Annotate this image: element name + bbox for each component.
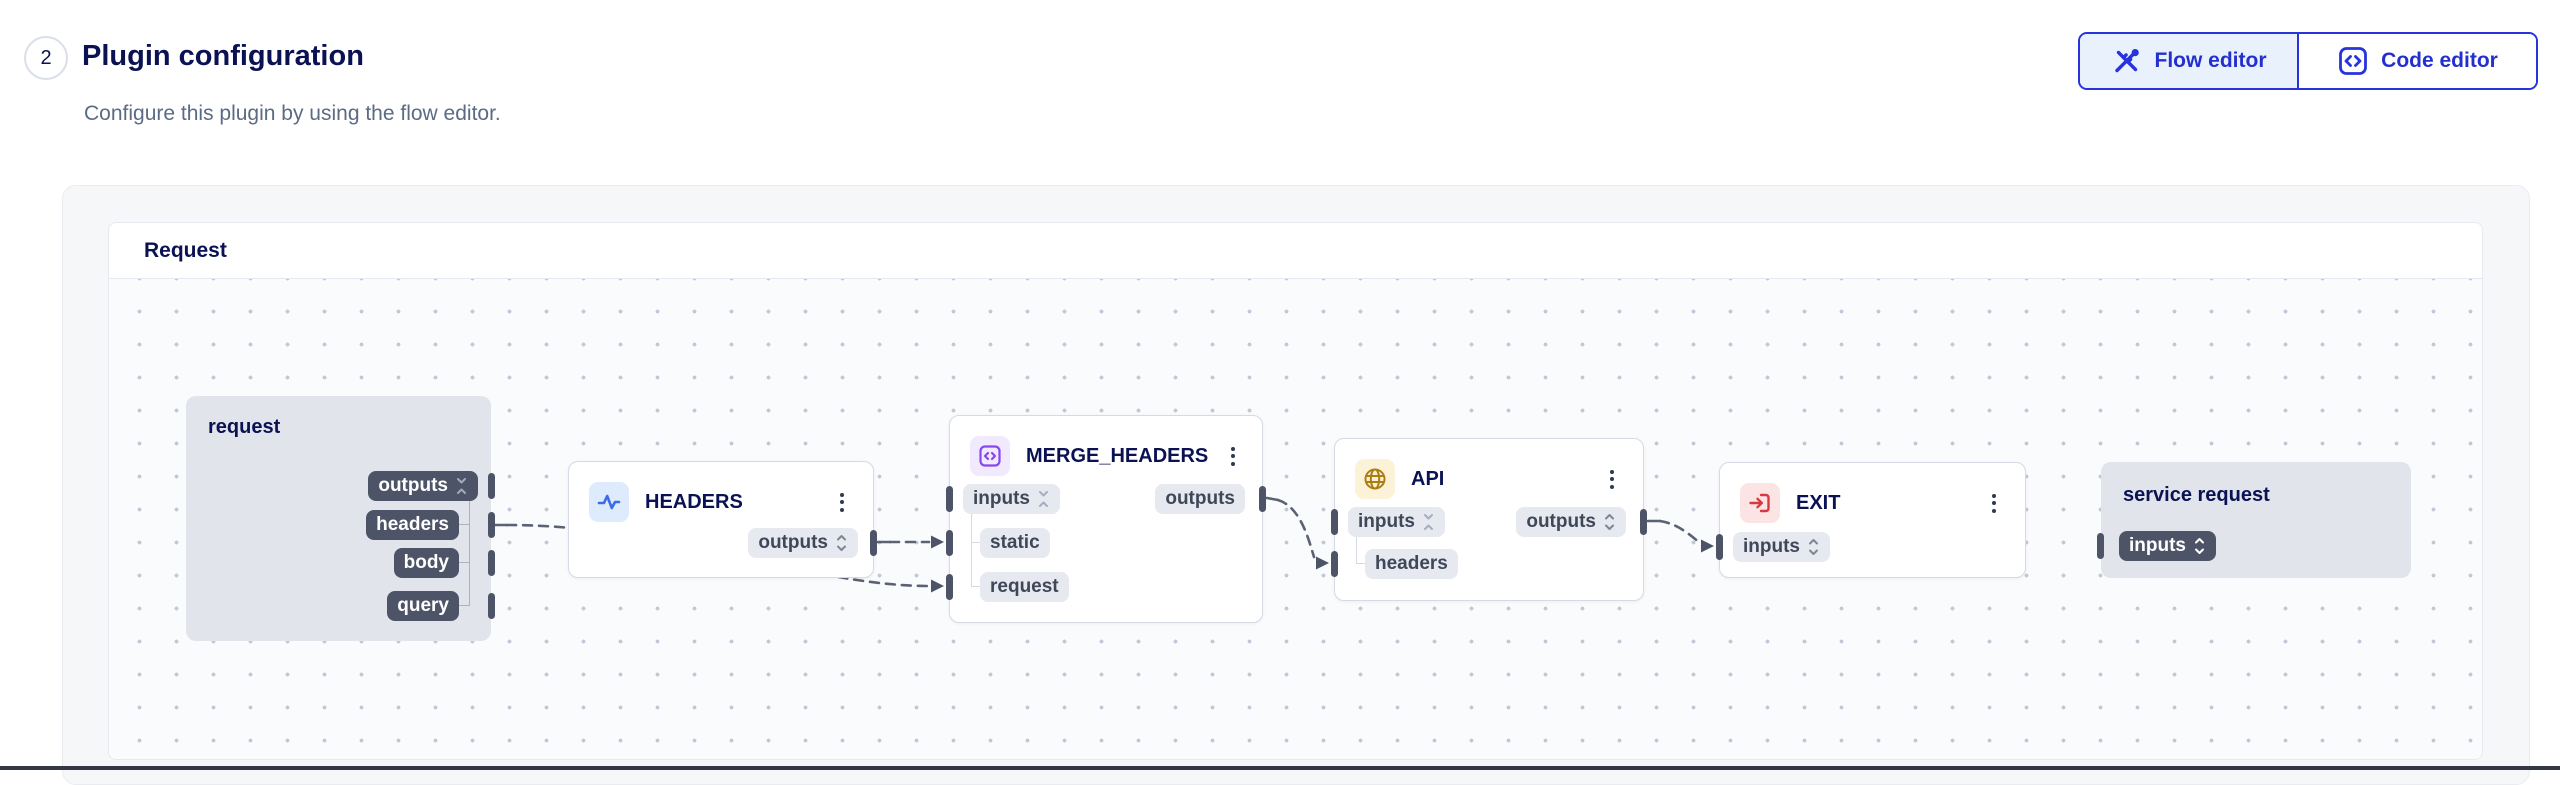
port-badge-inputs[interactable]: inputs: [2119, 531, 2216, 561]
port-static[interactable]: [946, 530, 953, 556]
expand-icon: [2193, 536, 2206, 556]
port-badge-outputs[interactable]: outputs: [368, 471, 478, 501]
port-headers[interactable]: [488, 512, 495, 538]
port-badge-static[interactable]: static: [980, 528, 1050, 558]
port-badge-outputs[interactable]: outputs: [1155, 484, 1245, 514]
page-title: Plugin configuration: [82, 40, 364, 73]
node-exit[interactable]: EXIT inputs: [1719, 462, 2026, 578]
collapse-icon: [455, 476, 468, 496]
kebab-menu-icon[interactable]: [1601, 464, 1623, 494]
port-outputs[interactable]: [488, 473, 495, 499]
node-api[interactable]: API inputs headers outputs: [1334, 438, 1644, 601]
port-badge-outputs[interactable]: outputs: [748, 528, 858, 558]
flow-editor-label: Flow editor: [2155, 49, 2267, 73]
port-outputs[interactable]: [1640, 509, 1647, 535]
node-service-request-title: service request: [2123, 484, 2270, 507]
kebab-menu-icon[interactable]: [1224, 441, 1242, 471]
node-request-title: request: [208, 416, 280, 439]
port-body[interactable]: [488, 550, 495, 576]
node-service-request[interactable]: service request inputs: [2101, 462, 2411, 578]
globe-icon: [1355, 459, 1395, 499]
editor-toggle-group: Flow editor Code editor: [2078, 32, 2538, 90]
merge-icon: [970, 436, 1010, 476]
expand-icon: [835, 533, 848, 553]
page-subtitle: Configure this plugin by using the flow …: [84, 102, 501, 126]
port-badge-headers[interactable]: headers: [1365, 549, 1458, 579]
collapse-icon: [1037, 489, 1050, 509]
port-headers[interactable]: [1331, 551, 1338, 577]
expand-icon: [1603, 512, 1616, 532]
step-number-badge: 2: [24, 36, 68, 80]
screenshot-bottom-edge: [0, 766, 2560, 770]
port-badge-query[interactable]: query: [387, 591, 459, 621]
flow-editor-button[interactable]: Flow editor: [2080, 34, 2299, 88]
flow-editor-icon: [2111, 45, 2143, 77]
request-section-title: Request: [144, 239, 227, 263]
kebab-menu-icon[interactable]: [1983, 488, 2005, 518]
port-request[interactable]: [946, 574, 953, 600]
port-badge-inputs[interactable]: inputs: [963, 484, 1060, 514]
code-editor-button[interactable]: Code editor: [2299, 34, 2536, 88]
port-outputs[interactable]: [1259, 486, 1266, 512]
port-badge-outputs[interactable]: outputs: [1516, 507, 1626, 537]
code-editor-icon: [2337, 45, 2369, 77]
code-editor-label: Code editor: [2381, 49, 2498, 73]
port-inputs[interactable]: [1716, 534, 1723, 560]
port-inputs[interactable]: [946, 486, 953, 512]
node-headers[interactable]: HEADERS outputs: [568, 461, 874, 578]
kebab-menu-icon[interactable]: [831, 487, 853, 517]
node-headers-title: HEADERS: [645, 491, 743, 514]
node-request[interactable]: request outputs headers body query: [186, 396, 491, 641]
node-merge-headers-title: MERGE_HEADERS: [1026, 445, 1208, 468]
port-badge-headers[interactable]: headers: [366, 510, 459, 540]
port-inputs[interactable]: [1331, 509, 1338, 535]
node-api-title: API: [1411, 468, 1444, 491]
request-section-header: Request: [109, 223, 2482, 279]
expand-icon: [1807, 537, 1820, 557]
port-badge-inputs[interactable]: inputs: [1733, 532, 1830, 562]
node-merge-headers[interactable]: MERGE_HEADERS inputs static request outp…: [949, 415, 1263, 623]
flow-editor-card: Request request: [108, 222, 2483, 760]
step-number: 2: [40, 47, 51, 70]
port-outputs[interactable]: [870, 530, 877, 556]
exit-icon: [1740, 483, 1780, 523]
port-query[interactable]: [488, 593, 495, 619]
collapse-icon: [1422, 512, 1435, 532]
node-exit-title: EXIT: [1796, 492, 1840, 515]
pulse-icon: [589, 482, 629, 522]
port-inputs[interactable]: [2097, 533, 2104, 559]
port-badge-request[interactable]: request: [980, 572, 1069, 602]
port-badge-inputs[interactable]: inputs: [1348, 507, 1445, 537]
port-badge-body[interactable]: body: [394, 548, 459, 578]
